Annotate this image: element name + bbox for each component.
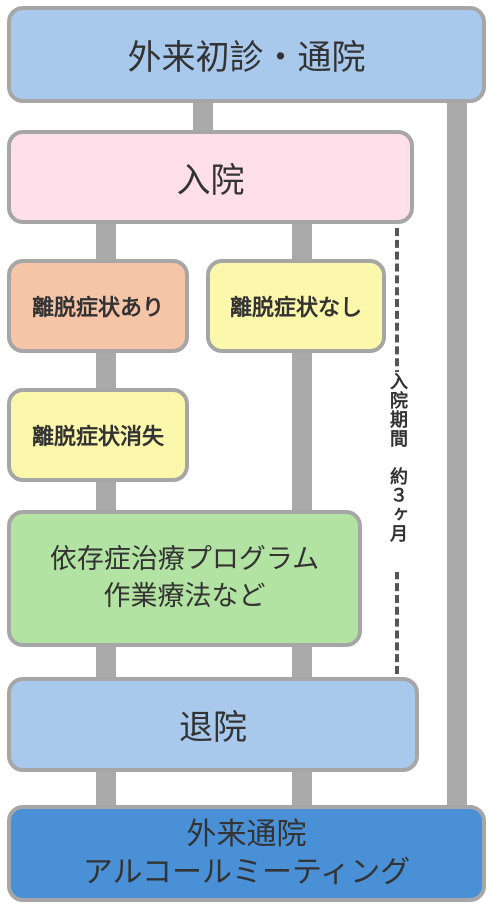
first-visit-label: 外来初診・通院 xyxy=(127,38,366,78)
occupational-therapy-label: 作業療法など xyxy=(103,580,266,612)
admission-label: 入院 xyxy=(176,160,245,201)
treatment-program-label: 依存症治療プログラム xyxy=(49,544,320,576)
box-withdrawal-absent: 離脱症状なし xyxy=(206,259,386,353)
box-outpatient-visit: 外来通院 アルコールミーティング xyxy=(7,805,486,902)
box-treatment-program: 依存症治療プログラム 作業療法など xyxy=(7,510,362,647)
box-withdrawal-resolved: 離脱症状消失 xyxy=(7,388,189,482)
box-admission: 入院 xyxy=(7,130,414,224)
discharge-label: 退院 xyxy=(179,708,247,748)
connector-right-outpatient-bypass xyxy=(447,100,467,808)
withdrawal-absent-label: 離脱症状なし xyxy=(229,296,362,321)
connector-top-to-admission xyxy=(193,100,213,134)
outpatient-visit-label: 外来通院 xyxy=(186,817,307,852)
box-discharge: 退院 xyxy=(7,677,419,772)
alcohol-meeting-label: アルコールミーティング xyxy=(82,854,411,890)
withdrawal-resolved-label: 離脱症状消失 xyxy=(31,425,164,450)
box-first-visit: 外来初診・通院 xyxy=(7,6,486,103)
withdrawal-present-label: 離脱症状あり xyxy=(31,296,164,321)
box-withdrawal-present: 離脱症状あり xyxy=(7,259,189,353)
admission-period-label: 入院期間 約３ヶ月 xyxy=(383,372,411,572)
